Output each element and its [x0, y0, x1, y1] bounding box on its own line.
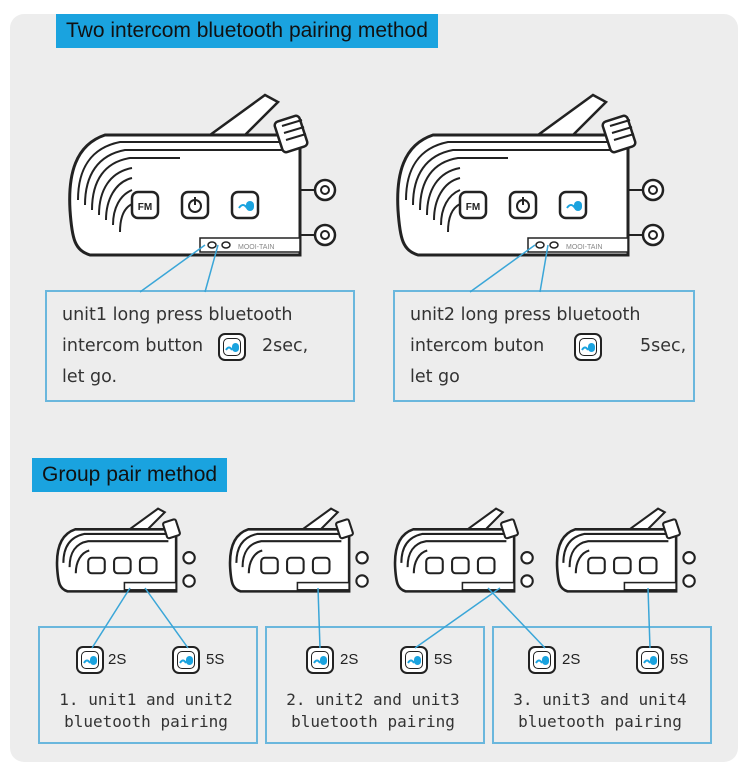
intercom-device-small-2	[228, 507, 369, 593]
unit2-line2-suffix: 5sec,	[640, 336, 687, 356]
bluetooth-intercom-button-icon	[400, 646, 428, 674]
unit1-line3: let go.	[62, 367, 118, 387]
intercom-device-unit2: FM MOOI-TAIN	[396, 93, 665, 257]
unit1-instruction-box	[45, 290, 355, 402]
svg-text:FM: FM	[466, 202, 480, 213]
step2-line1: 2. unit2 and unit3	[286, 690, 460, 709]
unit2-instruction-box	[393, 290, 695, 402]
step3-left-time: 2S	[562, 651, 581, 668]
unit2-line3: let go	[410, 367, 460, 387]
intercom-device-small-3	[393, 507, 534, 593]
bluetooth-intercom-button-icon	[528, 646, 556, 674]
step2-left-time: 2S	[340, 651, 359, 668]
bluetooth-intercom-button-icon	[218, 333, 246, 361]
group-pairing-header: Group pair method	[32, 458, 228, 492]
step1-line1: 1. unit1 and unit2	[59, 690, 233, 709]
intercom-device-small-4	[555, 507, 696, 593]
step3-right-time: 5S	[670, 651, 689, 668]
step2-line2: bluetooth pairing	[291, 712, 455, 731]
unit2-line1: unit2 long press bluetooth	[410, 305, 641, 325]
intercom-device-small-1	[55, 507, 196, 593]
svg-text:MOOI-TAIN: MOOI-TAIN	[238, 244, 274, 251]
two-unit-pairing-header: Two intercom bluetooth pairing method	[56, 14, 438, 48]
bluetooth-intercom-button-icon	[172, 646, 200, 674]
bluetooth-intercom-button-icon	[636, 646, 664, 674]
step1-left-time: 2S	[108, 651, 127, 668]
svg-text:MOOI-TAIN: MOOI-TAIN	[566, 244, 602, 251]
intercom-device-unit1: FM MOOI-TAIN	[68, 93, 337, 257]
unit1-line2-suffix: 2sec,	[262, 336, 309, 356]
bluetooth-intercom-button-icon	[306, 646, 334, 674]
bluetooth-intercom-button-icon	[574, 333, 602, 361]
step3-line2: bluetooth pairing	[518, 712, 682, 731]
step1-right-time: 5S	[206, 651, 225, 668]
step1-line2: bluetooth pairing	[64, 712, 228, 731]
svg-text:FM: FM	[138, 202, 152, 213]
bluetooth-intercom-button-icon	[76, 646, 104, 674]
unit2-line2-prefix: intercom buton	[410, 336, 545, 356]
step3-line1: 3. unit3 and unit4	[513, 690, 687, 709]
step2-right-time: 5S	[434, 651, 453, 668]
unit1-line2-prefix: intercom button	[62, 336, 204, 356]
unit1-line1: unit1 long press bluetooth	[62, 305, 293, 325]
